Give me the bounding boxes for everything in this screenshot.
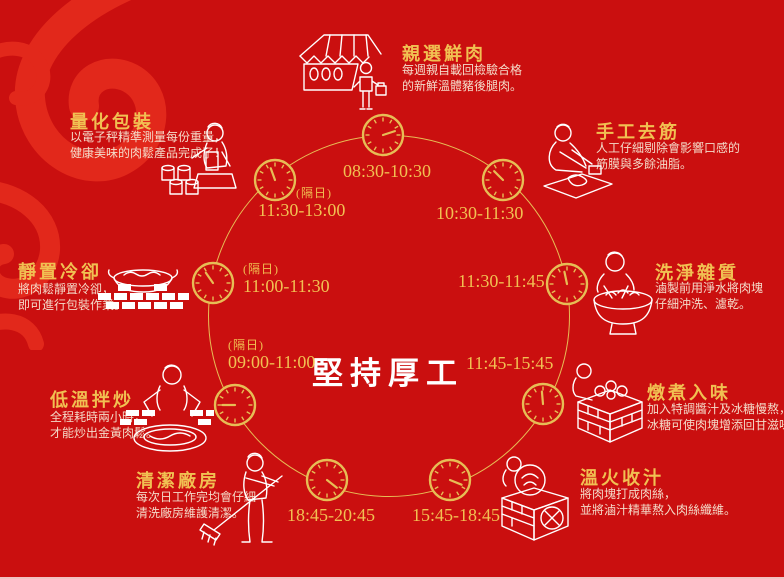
step-desc-stew: 加入特調醬汁及冰糖慢熬，冰糖可使肉塊增添回甘滋味。 <box>647 402 784 432</box>
day-note: (隔日) <box>228 338 264 352</box>
clock-icon-select-pork <box>361 113 405 157</box>
trimming-meat-icon <box>543 123 613 199</box>
step-title-wash: 洗淨雜質 <box>655 263 739 283</box>
step-desc-pack: 以電子秤精準測量每份重量，健康美味的肉鬆產品完成了！ <box>70 130 227 160</box>
time-label-stew: 11:45-15:45 <box>466 353 554 373</box>
market-stall-icon <box>299 34 387 110</box>
brick-stove-pot-icon <box>572 363 643 443</box>
packing-scale-icon <box>161 122 237 195</box>
step-title-cool: 靜置冷卻 <box>18 262 102 282</box>
day-note: (隔日) <box>296 186 332 200</box>
center-title: 堅持厚工 <box>312 356 464 391</box>
time-label-cool: (隔日) 11:00-11:30 <box>243 262 330 297</box>
step-title-select-pork: 親選鮮肉 <box>402 44 486 64</box>
step-title-stew: 燉煮入味 <box>647 383 731 403</box>
clock-icon-cool <box>191 261 235 305</box>
time-label-stirfry: (隔日) 09:00-11:00 <box>228 338 316 373</box>
time-label-reduce: 15:45-18:45 <box>412 505 500 525</box>
step-desc-clean: 每次日工作完均會仔細清洗廠房維護清潔。 <box>136 490 257 520</box>
clock-icon-stirfry <box>213 383 257 427</box>
wok-stir-fry-icon <box>120 364 214 452</box>
step-desc-cool: 將肉鬆靜置冷卻，即可進行包裝作業。 <box>18 282 127 312</box>
step-desc-reduce: 將肉塊打成肉絲，並將滷汁精華熬入肉絲纖維。 <box>580 487 737 517</box>
step-title-pack: 量化包裝 <box>70 112 154 132</box>
step-title-reduce: 溫火收汁 <box>580 468 664 488</box>
clock-icon-clean <box>305 458 349 502</box>
mopping-floor-icon <box>199 452 283 546</box>
cooling-wok-icon <box>98 269 189 309</box>
step-title-trim: 手工去筋 <box>596 122 680 142</box>
time-label-pack: (隔日) 11:30-13:00 <box>258 186 346 221</box>
day-note: (隔日) <box>243 262 279 276</box>
clock-icon-trim <box>481 158 525 202</box>
step-desc-select-pork: 每週親自載回檢驗合格的新鮮溫體豬後腿肉。 <box>402 63 523 93</box>
clock-icon-stew <box>521 382 565 426</box>
time-label-select-pork: 08:30-10:30 <box>343 161 431 181</box>
brick-stove-wheel-icon <box>501 456 569 541</box>
time-label-trim: 10:30-11:30 <box>436 203 524 223</box>
step-desc-trim: 人工仔細剔除會影響口感的筋膜與多餘油脂。 <box>596 141 741 171</box>
washing-basin-icon <box>593 251 653 335</box>
clock-icon-wash <box>545 262 589 306</box>
time-label-clean: 18:45-20:45 <box>287 505 375 525</box>
step-title-clean: 清潔廠房 <box>136 471 220 491</box>
clock-icon-pack <box>253 158 297 202</box>
bottom-edge-highlight <box>0 577 784 579</box>
time-label-wash: 11:30-11:45 <box>458 271 545 291</box>
step-desc-wash: 滷製前用淨水將肉塊仔細沖洗、濾乾。 <box>655 281 764 311</box>
step-title-stirfry: 低溫拌炒 <box>50 390 134 410</box>
clock-icon-reduce <box>428 458 472 502</box>
